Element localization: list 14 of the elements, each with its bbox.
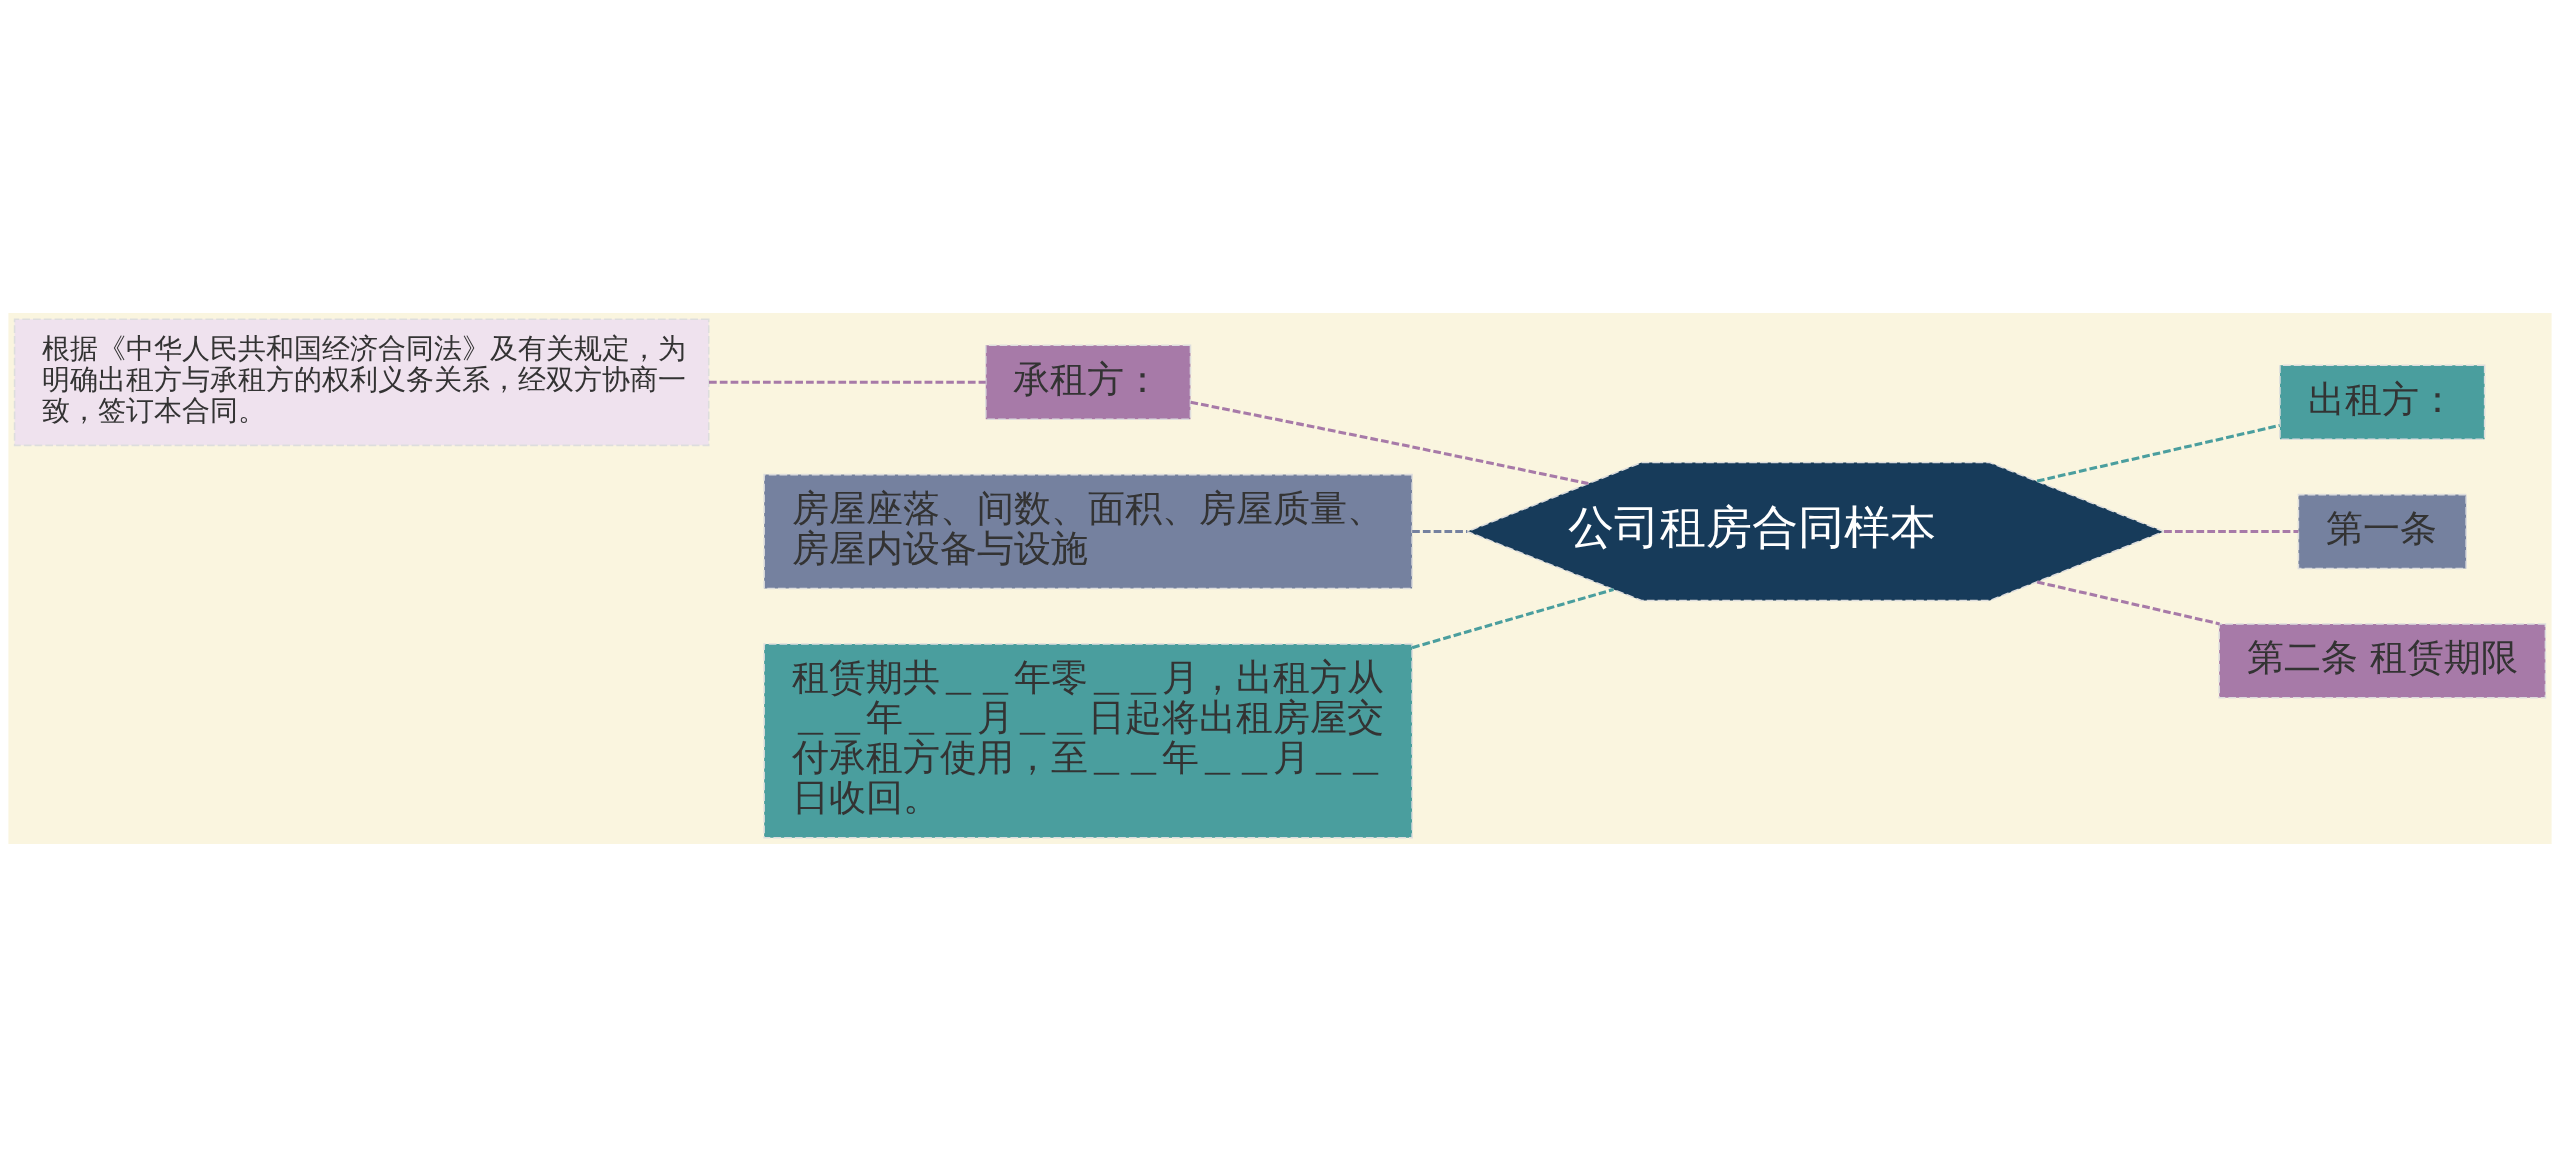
connector bbox=[2164, 530, 2299, 534]
connector bbox=[1411, 588, 1614, 650]
node-box: 第一条 bbox=[2297, 493, 2467, 570]
connector bbox=[1190, 400, 1589, 486]
connector bbox=[2036, 580, 2220, 626]
connector bbox=[2036, 423, 2280, 483]
node-box: 承租方： bbox=[985, 344, 1192, 420]
node-box: 租赁期共＿＿年零＿＿月，出租方从＿＿年＿＿月＿＿日起将出租房屋交付承租方使用，至＿＿年＿＿月＿＿日收回。 bbox=[763, 643, 1413, 839]
node-box: 第二条 租赁期限 bbox=[2218, 623, 2547, 699]
node-box: 出租方： bbox=[2279, 364, 2486, 440]
connector bbox=[1412, 530, 1468, 534]
connector bbox=[709, 380, 986, 384]
node-box: 根据《中华人民共和国经济合同法》及有关规定，为明确出租方与承租方的权利义务关系，经双方协商一致，签订本合同。 bbox=[13, 318, 710, 447]
node-box: 房屋座落、间数、面积、房屋质量、房屋内设备与设施 bbox=[763, 473, 1413, 590]
